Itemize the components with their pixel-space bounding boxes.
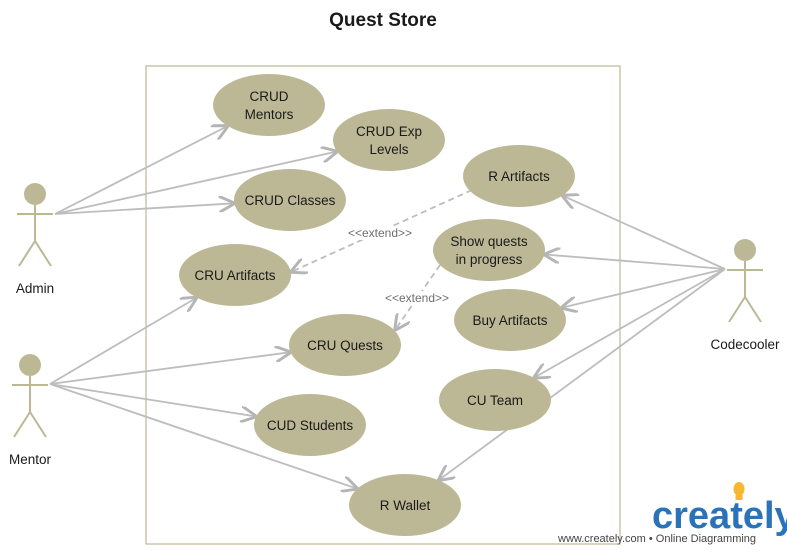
use-case-label: CRUD Exp — [356, 124, 422, 139]
creately-logo: creately www.creately.com • Online Diagr… — [557, 482, 787, 545]
use-case-cru-artifacts[interactable]: CRU Artifacts — [179, 244, 291, 306]
logo-wordmark: creately — [652, 495, 787, 537]
association-codecooler-to-buy_artifacts — [561, 268, 726, 308]
use-case-buy-artifacts[interactable]: Buy Artifacts — [454, 289, 566, 351]
actor-mentor: Mentor — [9, 354, 52, 467]
use-case-crud-classes[interactable]: CRUD Classes — [234, 169, 346, 231]
use-case-shape — [254, 394, 366, 456]
extend-label: <<extend>> — [348, 226, 412, 240]
use-case-crud-mentors[interactable]: CRUD Mentors — [213, 74, 325, 136]
association-mentor-to-cru_artifacts — [49, 298, 197, 385]
use-case-shape — [349, 474, 461, 536]
association-codecooler-to-cu_team — [534, 268, 726, 378]
use-case-label: CRUD Classes — [245, 193, 336, 208]
association-codecooler-to-show_quests — [544, 254, 726, 270]
actor-head — [19, 354, 41, 376]
extend-relations: <<extend>> <<extend>> — [291, 189, 473, 330]
extend-label: <<extend>> — [385, 291, 449, 305]
use-case-shape — [333, 109, 445, 171]
actor-right-leg — [34, 240, 52, 267]
extend-label-bg — [343, 226, 417, 240]
use-case-shape — [213, 74, 325, 136]
use-case-label: CUD Students — [267, 418, 354, 433]
use-case-shape — [439, 369, 551, 431]
association-mentor-to-cud_students — [49, 383, 256, 417]
use-case-label: CRU Artifacts — [194, 268, 275, 283]
association-mentor-to-r_wallet — [49, 383, 357, 489]
association-admin-to-crud_exp — [54, 152, 337, 215]
actor-label: Mentor — [9, 452, 52, 467]
use-case-cu-team[interactable]: CU Team — [439, 369, 551, 431]
use-case-shape — [463, 145, 575, 207]
actor-head — [24, 183, 46, 205]
system-boundary — [145, 65, 621, 545]
use-case-r-wallet[interactable]: R Wallet — [349, 474, 461, 536]
use-case-label: Buy Artifacts — [472, 313, 547, 328]
use-case-shape — [234, 169, 346, 231]
actor-right-leg — [744, 296, 762, 323]
use-case-shape — [433, 219, 545, 281]
use-case-label: R Wallet — [380, 498, 431, 513]
use-case-shape — [454, 289, 566, 351]
actor-label: Codecooler — [710, 337, 780, 352]
actor-left-leg — [18, 240, 36, 267]
extend-label-bg — [380, 291, 454, 305]
use-case-label: Levels — [369, 142, 408, 157]
use-case-label: CRU Quests — [307, 338, 383, 353]
use-case-label: Show quests — [450, 234, 528, 249]
use-case-label: CRUD — [250, 89, 289, 104]
extend-r_artifacts-to-cru_artifacts — [291, 189, 473, 272]
association-admin-to-crud_mentors — [54, 126, 228, 215]
use-case-shape — [179, 244, 291, 306]
association-codecooler-to-r_wallet — [439, 268, 726, 480]
extend-show_quests-to-cru_quests — [395, 264, 441, 330]
use-case-shape — [289, 314, 401, 376]
association-lines — [49, 126, 726, 489]
use-case-show-quests[interactable]: Show quests in progress — [433, 219, 545, 281]
actor-right-leg — [29, 411, 47, 438]
use-case-label: in progress — [456, 252, 523, 267]
use-case-cud-students[interactable]: CUD Students — [254, 394, 366, 456]
diagram-title: Quest Store — [329, 10, 437, 31]
footer-tagline: www.creately.com • Online Diagramming — [557, 533, 756, 545]
use-case-label: R Artifacts — [488, 169, 550, 184]
actor-label: Admin — [16, 281, 54, 296]
association-mentor-to-cru_quests — [49, 352, 291, 385]
use-case-label: Mentors — [245, 107, 294, 122]
actor-left-leg — [728, 296, 746, 323]
lightbulb-icon — [733, 482, 745, 500]
actor-codecooler: Codecooler — [710, 239, 780, 352]
use-case-label: CU Team — [467, 393, 523, 408]
use-case-r-artifacts[interactable]: R Artifacts — [463, 145, 575, 207]
actor-admin: Admin — [16, 183, 54, 296]
use-case-cru-quests[interactable]: CRU Quests — [289, 314, 401, 376]
actor-left-leg — [13, 411, 31, 438]
association-admin-to-crud_classes — [54, 203, 234, 215]
association-codecooler-to-r_artifacts — [562, 196, 726, 270]
actor-head — [734, 239, 756, 261]
